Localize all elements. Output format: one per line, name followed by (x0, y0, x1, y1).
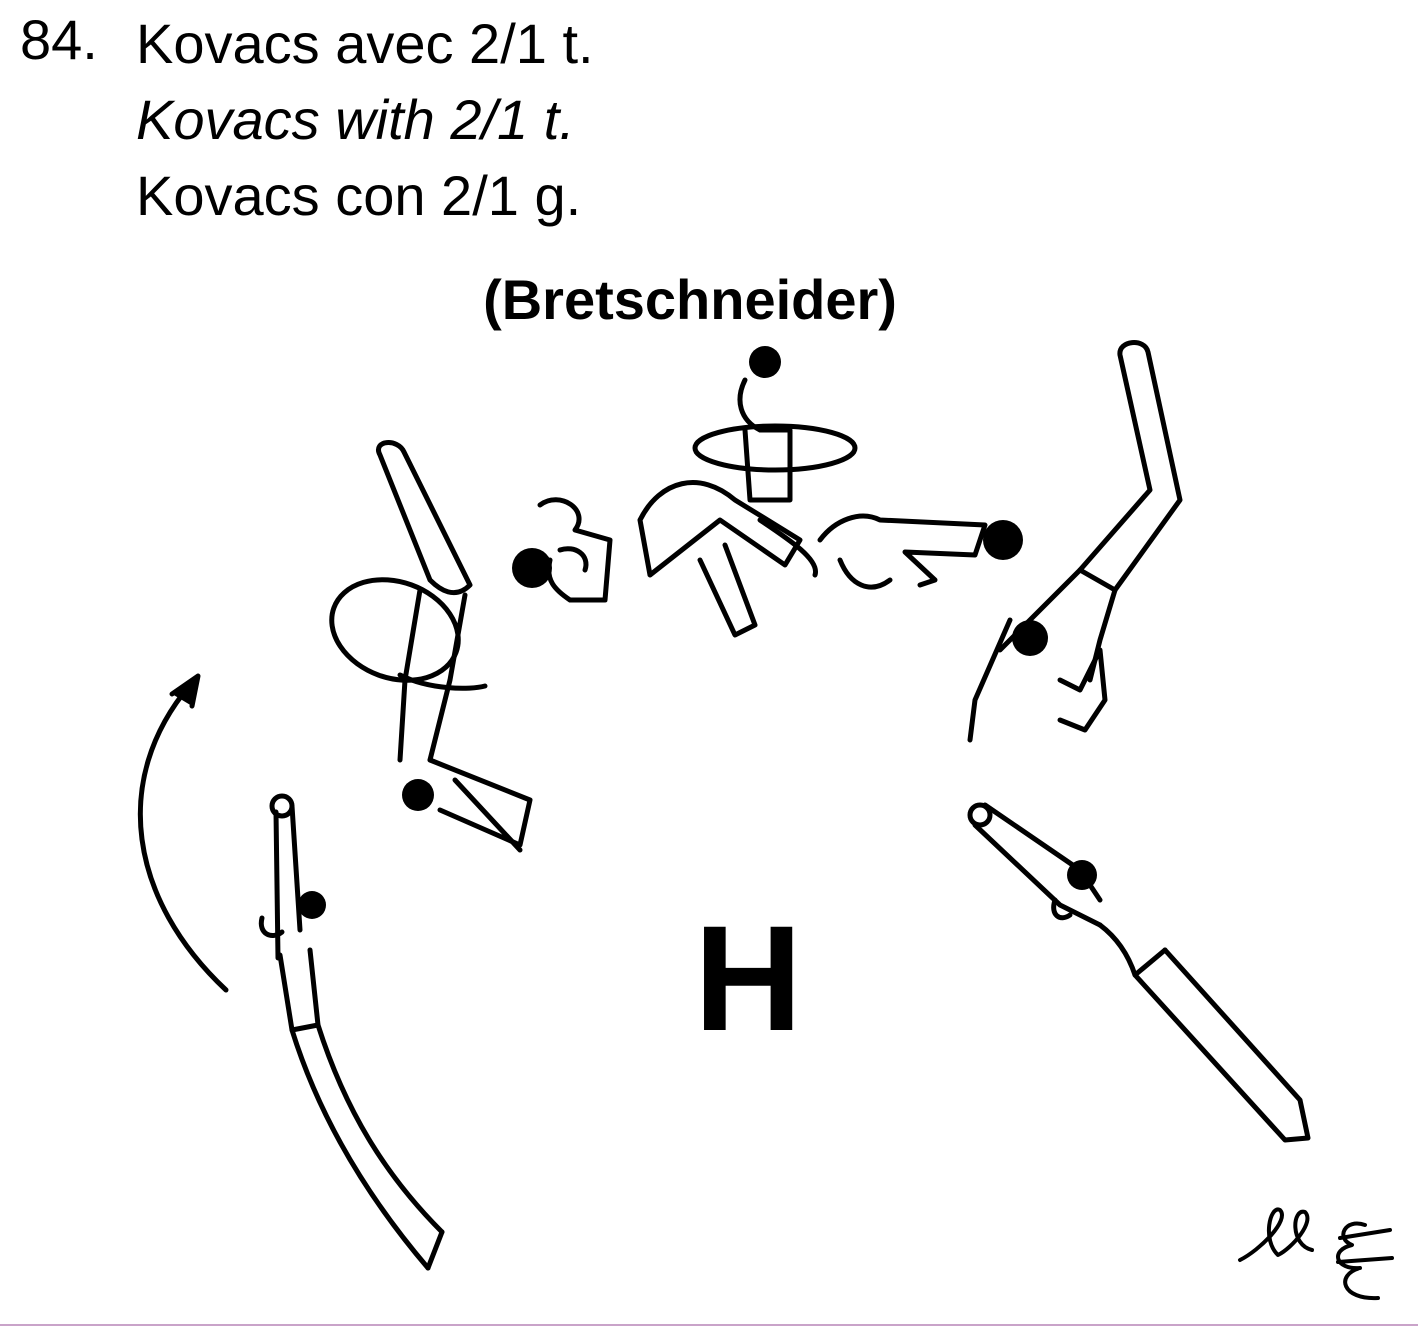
gymnast-figure-tuck-left (512, 497, 613, 603)
element-number: 84. (20, 8, 98, 71)
element-name-english: Kovacs with 2/1 t. (136, 88, 575, 151)
gymnast-figure-extend-right (967, 340, 1183, 743)
element-author: (Bretschneider) (483, 268, 897, 331)
gymnast-figure-release-left (329, 440, 533, 853)
gymnast-figure-tuck-right (817, 513, 1023, 590)
element-name-spanish: Kovacs con 2/1 g. (136, 164, 582, 227)
gymnast-figure-twist-centre (637, 346, 858, 638)
element-names: Kovacs avec 2/1 t. Kovacs with 2/1 t. Ko… (136, 6, 594, 234)
element-name-french: Kovacs avec 2/1 t. (136, 12, 594, 75)
signature-scribble (1238, 1207, 1394, 1301)
rotation-arrow-icon (137, 673, 229, 993)
page-bottom-rule (0, 1324, 1418, 1326)
gymnast-figure-regrasp-right (967, 802, 1311, 1143)
gymnast-figure-hang-left (258, 793, 445, 1271)
difficulty-value: H (694, 894, 803, 1062)
